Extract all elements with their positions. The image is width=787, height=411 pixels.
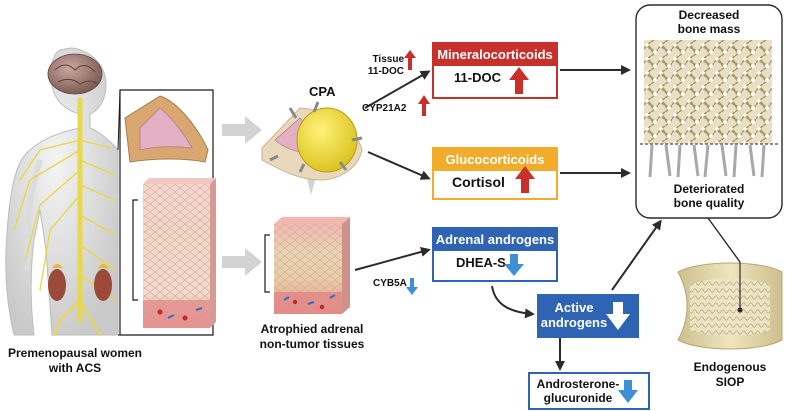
- endogenous-label-line-2: SIOP: [715, 375, 745, 389]
- nerve-network: [13, 97, 116, 336]
- cyp21a2-label: CYP21A2: [362, 103, 407, 114]
- brain-icon: [47, 53, 103, 95]
- atrophied-tissue-icon: [274, 217, 350, 314]
- endogenous-siop-label: Endogenous SIOP: [675, 360, 785, 390]
- mineralocorticoids-title: Mineralocorticoids: [434, 44, 556, 66]
- women-label: Premenopausal women with ACS: [0, 346, 150, 376]
- atrophied-label-line-1: Atrophied adrenal: [260, 322, 364, 336]
- cpa-label: CPA: [309, 84, 336, 99]
- kidney-icon: [48, 264, 112, 301]
- glucocorticoids-title: Glucocorticoids: [434, 149, 556, 171]
- human-body-icon: [5, 47, 119, 336]
- connector-line: [707, 217, 741, 263]
- decreased-label-line-2: bone mass: [677, 22, 741, 36]
- tissue-11doc-label: Tissue 11-DOC: [364, 54, 404, 78]
- adrenal-androgens-value: DHEA-S: [456, 255, 506, 270]
- women-label-line-2: with ACS: [48, 361, 102, 375]
- vertebra-icon: [677, 262, 783, 350]
- androsterone-line-2: glucuronide: [543, 391, 613, 405]
- adrenal-gland-icon: [124, 95, 209, 163]
- mineralocorticoids-box: Mineralocorticoids 11-DOC: [432, 42, 558, 99]
- women-label-line-1: Premenopausal women: [7, 346, 143, 360]
- deteriorated-label-line-1: Deteriorated: [673, 182, 745, 196]
- tissue-label-line-1: Tissue: [372, 54, 405, 65]
- bone-panel: [635, 4, 783, 219]
- androsterone-glucuronide-box: Androsterone- glucuronide: [528, 372, 650, 410]
- flow-arrows: [354, 65, 662, 371]
- active-androgens-line-1: Active: [554, 300, 594, 315]
- active-androgens-title: Active androgens: [537, 300, 611, 330]
- mineralocorticoids-value: 11-DOC: [454, 70, 501, 85]
- glucocorticoids-box: Glucocorticoids Cortisol: [432, 147, 558, 200]
- tissue-label-line-2: 11-DOC: [367, 66, 404, 77]
- endogenous-label-line-1: Endogenous: [693, 360, 767, 374]
- cyb5a-label: CYB5A: [373, 278, 407, 289]
- androsterone-line-1: Androsterone-: [536, 377, 620, 391]
- bone-trabecular-icon: [640, 40, 778, 178]
- atrophied-label-line-2: non-tumor tissues: [259, 337, 365, 351]
- decreased-label-line-1: Decreased: [678, 8, 740, 22]
- decreased-label: Decreased bone mass: [636, 8, 782, 36]
- adrenal-androgens-title: Adrenal androgens: [434, 229, 556, 251]
- deteriorated-label: Deteriorated bone quality: [636, 182, 782, 210]
- androsterone-title: Androsterone- glucuronide: [530, 377, 626, 405]
- adrenal-androgens-box: Adrenal androgens DHEA-S: [432, 227, 558, 282]
- atrophied-label: Atrophied adrenal non-tumor tissues: [252, 322, 372, 352]
- tissue-block-icon: [143, 178, 216, 328]
- active-androgens-box: Active androgens: [537, 294, 639, 338]
- glucocorticoids-value: Cortisol: [452, 174, 505, 190]
- deteriorated-label-line-2: bone quality: [673, 196, 745, 210]
- active-androgens-line-2: androgens: [540, 315, 608, 330]
- cpa-adrenal-icon: [261, 101, 363, 181]
